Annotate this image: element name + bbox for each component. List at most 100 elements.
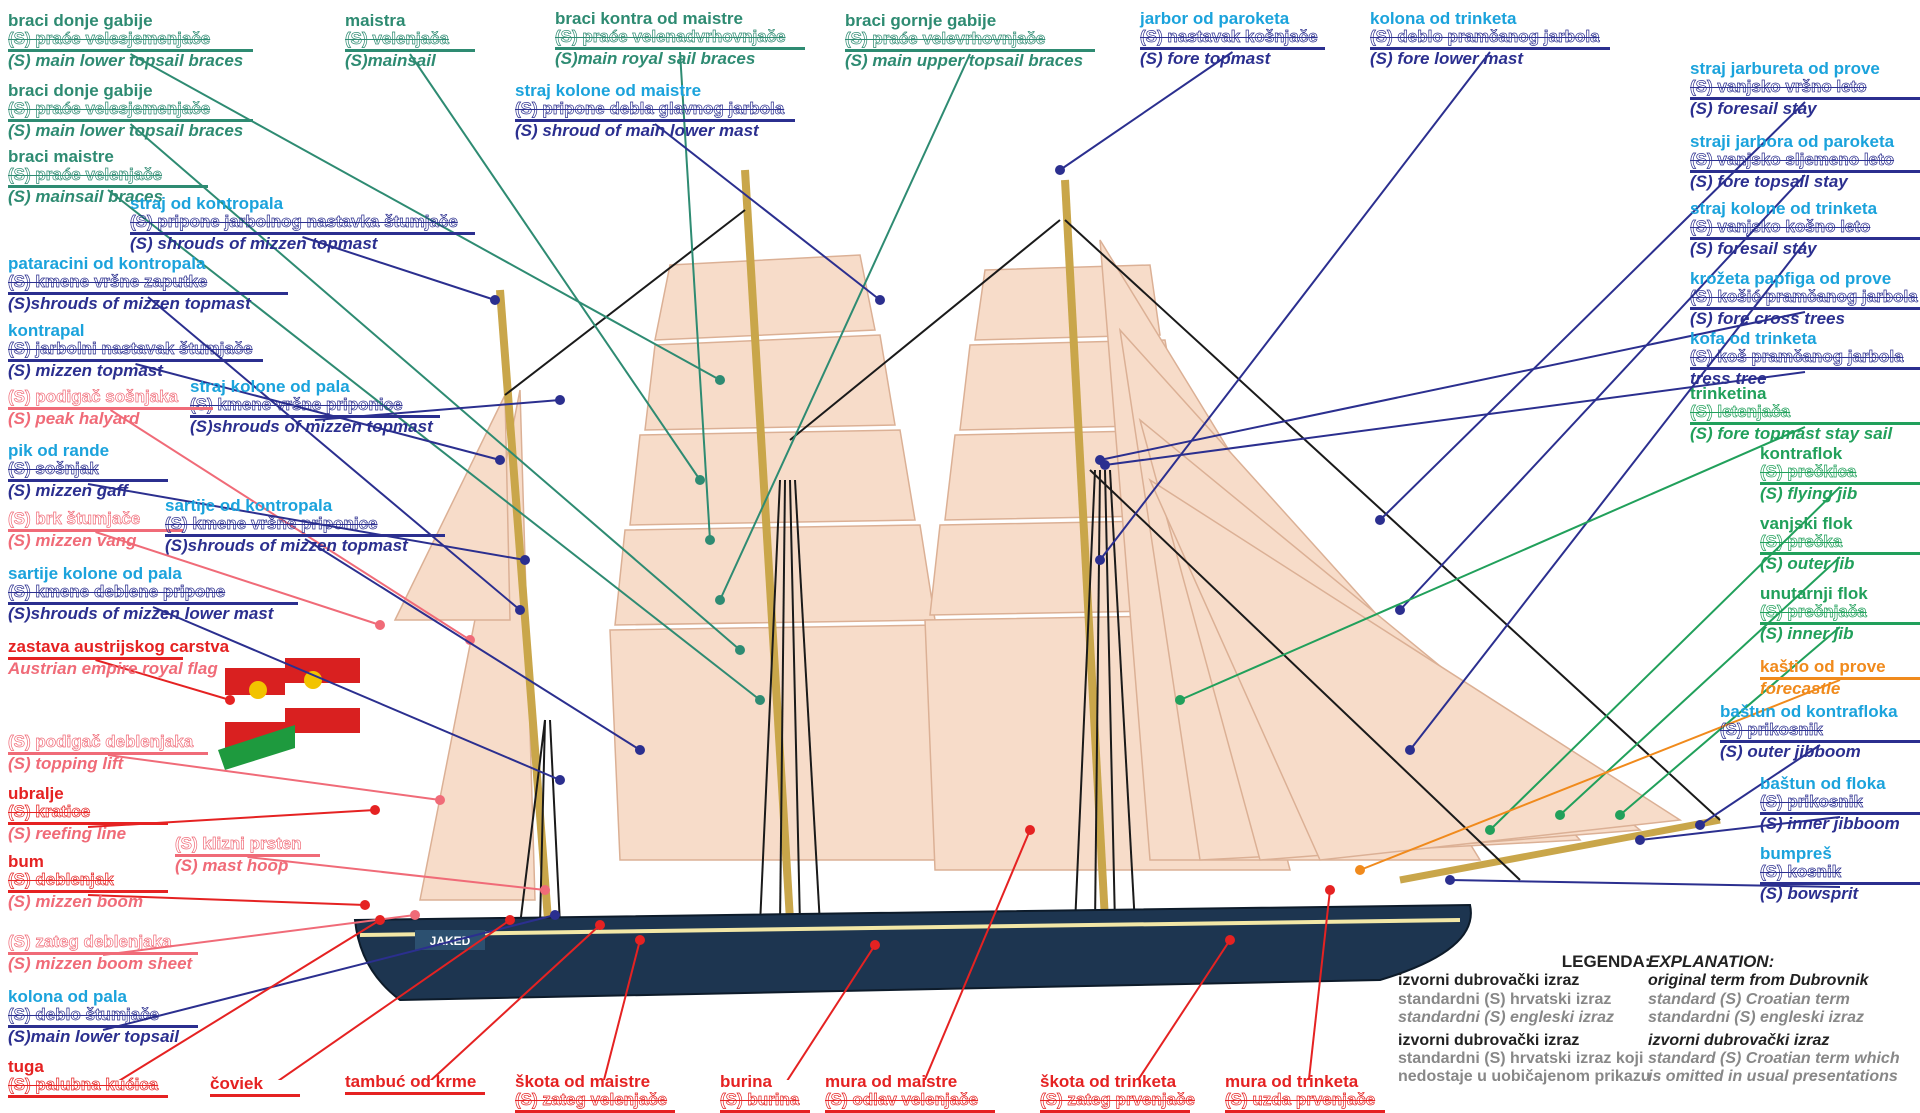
- label-foresail-stay-2: straj kolone od trinketa(S) vanjsko košn…: [1690, 200, 1920, 258]
- label-standard-term: (S) praće velenjače: [8, 164, 163, 184]
- label-topping-lift: (S) podigač deblenjaka(S) topping lift: [8, 732, 208, 773]
- sails: [393, 239, 1683, 901]
- pointer-line: [304, 538, 641, 751]
- pointer-dot: [635, 745, 645, 755]
- label-main-upper-topsail-braces: braci gornje gabije(S) praće velevrhovnj…: [845, 12, 1095, 70]
- label-standard-term: (S) letenjača: [1690, 401, 1791, 421]
- pointer-line: [1619, 626, 1841, 816]
- label-underline: [1690, 421, 1920, 425]
- label-mizzen-gaff: pik od rande(S) sošnjak(S) mizzen gaff: [8, 442, 168, 500]
- label-term: bum: [8, 852, 44, 871]
- pointer-dot: [1635, 835, 1645, 845]
- pointer-dot: [375, 620, 385, 630]
- label-shroud-main-lower-mast: straj kolone od maistre(S) pripone debla…: [515, 82, 795, 140]
- pointer-line: [1639, 816, 1841, 841]
- pointer-dot: [1395, 605, 1405, 615]
- pointer-dot: [515, 605, 525, 615]
- label-standard-term: (S) praće velesjemenjače: [8, 28, 211, 48]
- label-term: vanjski flok: [1760, 514, 1853, 533]
- label-reefing-line: ubralje(S) kratice(S) reefing line: [8, 785, 168, 843]
- legend-row: standard (S) Croatian term: [1648, 990, 1850, 1008]
- label-underline: [825, 1109, 995, 1113]
- label-underline: [515, 1109, 675, 1113]
- label-mizzen-topmast-shrouds-4: sartije od kontropala(S) kmene vršne pri…: [165, 497, 445, 555]
- label-english-term: (S) mast hoop: [175, 855, 289, 875]
- ship-name-plate: [415, 930, 485, 950]
- label-standard-term: (S) deblo pramčanog jarbola: [1370, 26, 1600, 46]
- pointer-dot: [375, 915, 385, 925]
- pointer-dot: [490, 295, 500, 305]
- label-skota-maistre: škota od maistre(S) zateg velenjače: [515, 1073, 675, 1113]
- label-term: tuga: [8, 1057, 44, 1076]
- label-standard-term: (S) deblo štumjače: [8, 1004, 160, 1024]
- label-skota-trinketa: škota od trinketa(S) zateg prvenjače: [1040, 1073, 1195, 1113]
- label-bowsprit: bumpreš(S) kosnik(S) bowsprit: [1760, 845, 1920, 903]
- legend-row: standardni (S) hrvatski izraz: [1398, 990, 1612, 1008]
- label-underline: [8, 656, 183, 660]
- label-english-term: (S) shroud of main lower mast: [515, 120, 759, 140]
- pointer-line: [654, 123, 881, 301]
- legend-row: standardni (S) hrvatski izraz koji: [1398, 1049, 1644, 1067]
- label-term: tambuć od krme: [345, 1072, 477, 1091]
- label-standard-term: (S) prikosnik: [1720, 719, 1824, 739]
- pointer-line: [135, 363, 501, 461]
- label-term: straji jarbora od paroketa: [1690, 132, 1895, 151]
- label-mura-maistre: mura od maistre(S) odlav velenjače: [825, 1073, 995, 1113]
- label-english-term: (S) shrouds of mizzen topmast: [130, 233, 378, 253]
- legend-row: original term from Dubrovnik: [1648, 972, 1869, 990]
- pointer-line: [786, 944, 876, 1080]
- label-term: braci donje gabije: [8, 81, 153, 100]
- pointer-dot: [555, 775, 565, 785]
- pointer-dot: [1325, 885, 1335, 895]
- pointer-line: [109, 409, 471, 641]
- label-underline: [8, 528, 183, 532]
- label-underline: [1760, 811, 1920, 815]
- legend-row: is omitted in usual presentations: [1648, 1068, 1898, 1086]
- pointer-dot: [1100, 460, 1110, 470]
- label-underline: [1690, 236, 1920, 240]
- label-english-term: tress tree: [1690, 368, 1767, 388]
- label-english-term: (S)shrouds of mizzen topmast: [190, 416, 433, 436]
- label-mizzen-lower-mast-shrouds: sartije kolone od pala(S) kmene deblene …: [8, 565, 298, 623]
- label-standard-term: (S) praće velevrhovnjače: [845, 28, 1046, 48]
- label-fore-topsail-stay: straji jarbora od paroketa(S) vanjsko sl…: [1690, 133, 1920, 191]
- pointer-dot: [520, 555, 530, 565]
- label-underline: [8, 1094, 168, 1098]
- label-term: bumpreš: [1760, 844, 1832, 863]
- label-standard-term: (S) uzda prvenjače: [1225, 1089, 1376, 1109]
- label-standard-term: (S) kmene vršne priponice: [165, 513, 378, 533]
- pointer-dot: [1615, 810, 1625, 820]
- label-english-term: (S) bowsprit: [1760, 883, 1859, 903]
- pointer-line: [719, 53, 971, 601]
- pointer-lines: [87, 51, 1841, 1080]
- label-underline: [8, 1024, 198, 1028]
- label-term: sartije od kontropala: [165, 496, 333, 515]
- legend-row: izvorni dubrovački izraz: [1398, 1031, 1580, 1049]
- pointer-line: [95, 531, 381, 626]
- pointer-dot: [755, 695, 765, 705]
- label-term: kontrapal: [8, 321, 85, 340]
- pointer-line: [1059, 51, 1234, 171]
- pointer-line: [1136, 939, 1231, 1080]
- pointer-line: [95, 659, 231, 701]
- label-underline: [345, 1091, 485, 1095]
- label-standard-term: (S) pripone debla glavnog jarbola: [515, 98, 785, 118]
- label-mizzen-topmast-shrouds-1: straj od kontropala(S) pripone jarbolnog…: [130, 195, 475, 253]
- label-standard-term: (S) kosnik: [1760, 861, 1842, 881]
- pointer-line: [302, 236, 496, 301]
- label-underline: [1690, 366, 1920, 370]
- label-standard-term: (S) vanjsko košno leto: [1690, 216, 1871, 236]
- label-term: kolona od pala: [8, 987, 128, 1006]
- label-underline: [1760, 551, 1920, 555]
- label-english-term: (S) fore topsail stay: [1690, 171, 1848, 191]
- label-term: straj kolone od trinketa: [1690, 199, 1878, 218]
- label-term: braci kontra od maistre: [555, 9, 744, 28]
- austrian-flag-image: [218, 658, 360, 770]
- pointer-line: [923, 829, 1031, 1080]
- pointer-dot: [735, 645, 745, 655]
- label-term: mura od trinketa: [1225, 1072, 1359, 1091]
- label-standard-term: (S) praće velenadvrhovnjače: [555, 26, 786, 46]
- legend-title: EXPLANATION:: [1648, 952, 1775, 971]
- pointer-line: [1099, 51, 1491, 561]
- label-english-term: (S) topping lift: [8, 753, 124, 773]
